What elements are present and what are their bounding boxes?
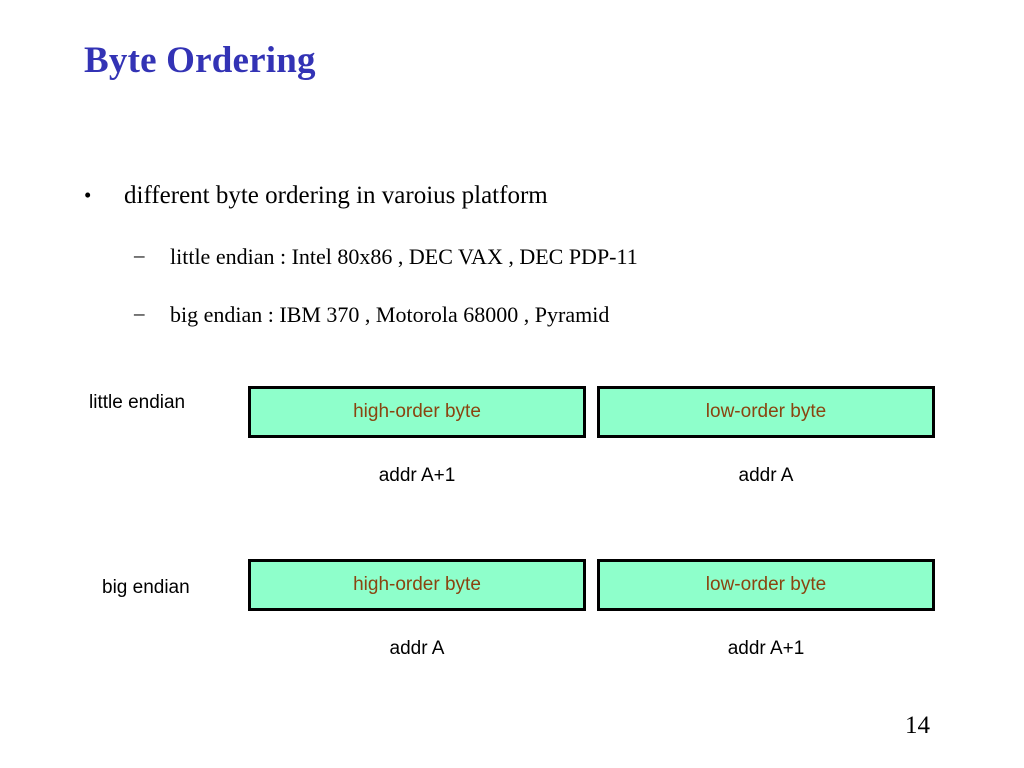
addr-label-little-endian-right: addr A bbox=[738, 465, 794, 486]
diagram-row-label-little-endian: little endian bbox=[89, 392, 186, 413]
addr-label-big-endian-left: addr A bbox=[389, 638, 445, 659]
bullet-level1-text: different byte ordering in varoius platf… bbox=[124, 182, 548, 209]
bullet-little-endian-text: little endian : Intel 80x86 , DEC VAX , … bbox=[170, 244, 638, 269]
page-number: 14 bbox=[905, 712, 930, 739]
bullet-item-little-endian: – little endian : Intel 80x86 , DEC VAX … bbox=[134, 243, 638, 271]
bullet-big-endian-text: big endian : IBM 370 , Motorola 68000 , … bbox=[170, 302, 610, 327]
addr-label-little-endian-left: addr A+1 bbox=[378, 465, 456, 486]
byte-box-little-endian-right: low-order byte bbox=[597, 386, 935, 438]
page-title: Byte Ordering bbox=[84, 40, 316, 81]
dash-marker-icon: – bbox=[134, 301, 145, 325]
byte-box-little-endian-left: high-order byte bbox=[248, 386, 586, 438]
bullet-item-level1: • different byte ordering in varoius pla… bbox=[84, 180, 548, 211]
bullet-item-big-endian: – big endian : IBM 370 , Motorola 68000 … bbox=[134, 301, 609, 329]
bullet-marker-icon: • bbox=[84, 183, 92, 207]
byte-box-big-endian-right: low-order byte bbox=[597, 559, 935, 611]
diagram-row-label-big-endian: big endian bbox=[102, 577, 190, 598]
addr-label-big-endian-right: addr A+1 bbox=[727, 638, 805, 659]
dash-marker-icon: – bbox=[134, 243, 145, 267]
byte-box-big-endian-left: high-order byte bbox=[248, 559, 586, 611]
